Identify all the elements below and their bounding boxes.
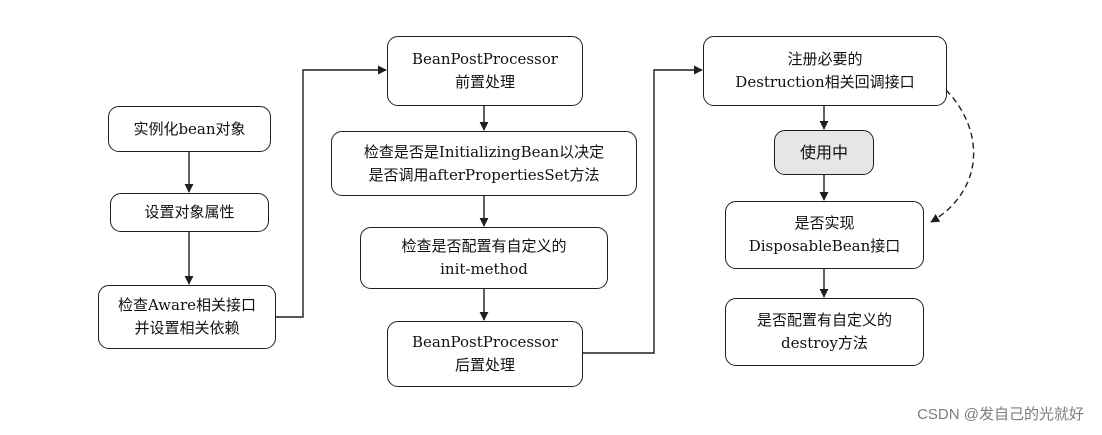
node-instantiate-bean: 实例化bean对象 [108,106,271,152]
node-check-disposable-bean-line-1: 是否实现 [794,214,855,232]
node-check-aware: 检查Aware相关接口 并设置相关依赖 [98,285,276,349]
node-check-disposable-bean-line-2: DisposableBean接口 [748,237,901,255]
node-check-initializing-bean: 检查是否是InitializingBean以决定 是否调用afterProper… [331,131,637,196]
node-check-init-method-line-1: 检查是否配置有自定义的 [401,237,567,255]
node-register-destruction-line-1: 注册必要的 [787,50,863,68]
node-check-disposable-bean: 是否实现 DisposableBean接口 [725,201,924,269]
node-check-init-method-line-2: init-method [440,260,528,278]
node-check-initializing-bean-line-1: 检查是否是InitializingBean以决定 [363,142,605,161]
node-bpp-before: BeanPostProcessor 前置处理 [387,36,583,106]
node-bpp-before-line-1: BeanPostProcessor [412,50,558,68]
node-register-destruction-line-2: Destruction相关回调接口 [735,73,915,91]
dashed-arrow-destruction-to-disposable [930,89,975,223]
node-in-use: 使用中 [774,130,874,175]
node-check-initializing-bean-line-2: 是否调用afterPropertiesSet方法 [368,165,600,184]
node-bpp-after-line-2: 后置处理 [454,356,515,374]
node-check-destroy-method: 是否配置有自定义的 destroy方法 [725,298,924,366]
node-bpp-after: BeanPostProcessor 后置处理 [387,321,583,387]
arrow-bpp-after-to-destruction [583,65,703,354]
node-check-aware-line-1: 检查Aware相关接口 [118,296,256,314]
node-in-use-line-1: 使用中 [799,143,848,162]
node-set-properties-line-1: 设置对象属性 [144,203,235,221]
node-instantiate-bean-line-1: 实例化bean对象 [133,119,246,138]
arrow-aware-to-bpp-before [276,65,387,318]
node-check-destroy-method-line-2: destroy方法 [781,334,868,352]
node-set-properties: 设置对象属性 [110,193,269,232]
node-check-destroy-method-line-1: 是否配置有自定义的 [756,311,892,329]
csdn-watermark: CSDN @发自己的光就好 [917,406,1084,423]
node-check-aware-line-2: 并设置相关依赖 [134,319,240,337]
node-bpp-before-line-2: 前置处理 [454,73,515,91]
node-bpp-after-line-1: BeanPostProcessor [412,333,558,351]
node-register-destruction: 注册必要的 Destruction相关回调接口 [703,36,947,106]
node-check-init-method: 检查是否配置有自定义的 init-method [360,227,608,289]
